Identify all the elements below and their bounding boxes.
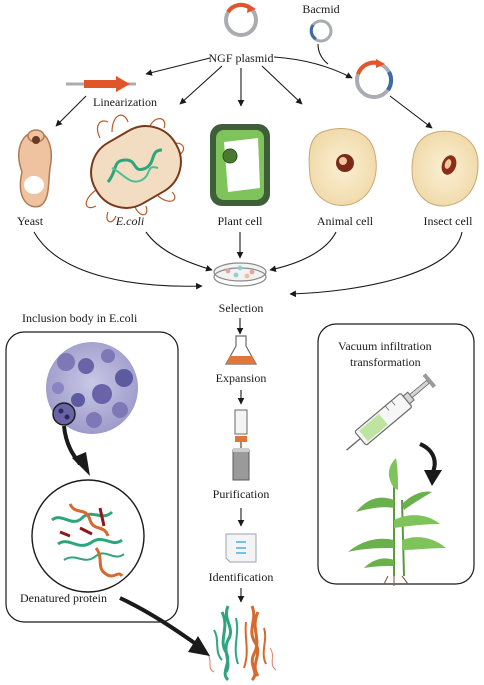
yeast-label: Yeast	[17, 214, 44, 228]
bacmid-label: Bacmid	[302, 2, 339, 16]
ngf-plasmid-icon	[224, 2, 258, 37]
expansion-label: Expansion	[216, 371, 267, 385]
recombinant-bacmid-icon	[355, 59, 394, 99]
identification-label: Identification	[209, 570, 274, 584]
gel-icon	[225, 533, 257, 563]
yeast-cell-icon	[18, 129, 52, 208]
syringe-icon	[346, 373, 436, 451]
flask-icon	[224, 335, 258, 365]
transformed-plant-icon	[348, 458, 446, 586]
insect-cell-label: Insect cell	[424, 214, 474, 228]
ecoli-cell-icon	[85, 114, 185, 223]
vacuum-label-line1: Vacuum infiltration	[338, 339, 432, 353]
linearization-label: Linearization	[93, 95, 157, 109]
animal-cell-icon	[308, 128, 377, 206]
denatured-protein-icon	[31, 479, 145, 593]
purification-label: Purification	[213, 487, 270, 501]
chromatography-column-icon	[232, 409, 250, 481]
ngf-protein-structure-icon	[205, 605, 277, 682]
plasmid-label: NGF plasmid	[208, 51, 273, 65]
vacuum-label-line2: transformation	[350, 355, 421, 369]
ecoli-label: E.coli	[115, 214, 144, 228]
selection-label: Selection	[219, 301, 264, 315]
plant-cell-label: Plant cell	[218, 214, 264, 228]
vacuum-infiltration-panel	[317, 323, 475, 585]
inclusion-body-label: Inclusion body in E.coli	[22, 311, 138, 325]
linearized-plasmid-icon	[66, 76, 136, 92]
bacmid-icon	[309, 19, 333, 43]
insect-cell-icon	[411, 130, 479, 207]
inclusion-body-panel	[5, 331, 179, 623]
denatured-protein-label: Denatured protein	[20, 591, 107, 605]
petri-dish-icon	[213, 262, 267, 287]
stained-cells-micrograph	[46, 342, 138, 434]
animal-cell-label: Animal cell	[317, 214, 374, 228]
plant-cell-icon	[210, 124, 270, 206]
